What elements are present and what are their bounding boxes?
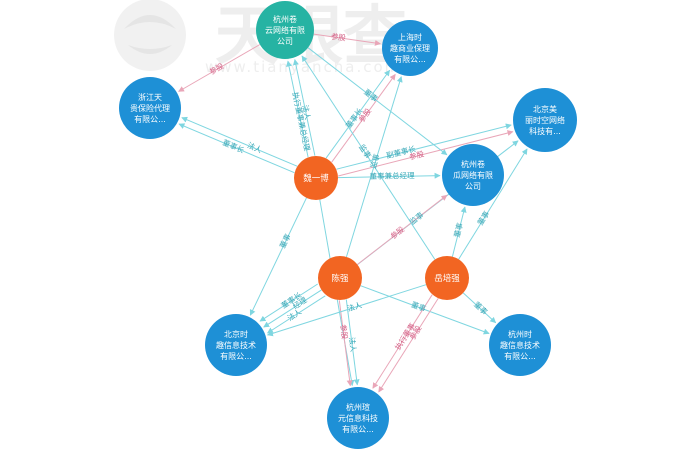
edge-label: 法人 — [347, 336, 359, 353]
company-node-hzxuanyuan[interactable]: 杭州瑄元信息科技有限公... — [327, 387, 389, 449]
person-node-chenqiang[interactable]: 陈强 — [318, 256, 362, 300]
watermark-url: www.tianyancha.com — [205, 58, 401, 76]
node-label: 北京美 — [533, 104, 557, 114]
edge-yixiaobo-beijingmei — [336, 123, 512, 170]
company-node-beijingmei[interactable]: 北京美丽时空网络科技有... — [513, 88, 577, 152]
edge-yixiaobo-zhejiang — [181, 116, 298, 167]
node-circle[interactable] — [256, 1, 314, 59]
edge-chenqiang-bjshiqu — [259, 283, 318, 322]
company-node-bjshiqu[interactable]: 北京时趣信息技术有限公... — [205, 314, 267, 376]
edge-yuepeiqiang-hzxuanyuan — [372, 294, 433, 389]
node-circle[interactable] — [513, 88, 577, 152]
node-circle[interactable] — [442, 144, 504, 206]
edge-label: 董事 — [475, 209, 492, 227]
node-label: 杭州时 — [508, 329, 532, 339]
node-label: 公司 — [277, 37, 293, 46]
node-label: 公司 — [465, 182, 481, 191]
node-label: 元信息科技 — [338, 413, 378, 423]
node-label: 杭州卷 — [273, 14, 297, 24]
edge-label: 法人 — [300, 104, 313, 121]
edge-label: 董事兼总经理 — [369, 170, 415, 181]
edge-label: 参股 — [408, 148, 425, 161]
node-label: 浙江天 — [138, 92, 162, 102]
node-label: 云网络有限 — [265, 25, 305, 35]
edge-hzjuanyun-zhejiang — [178, 44, 261, 92]
person-node-yixiaobo[interactable]: 魏一博 — [294, 156, 338, 200]
node-label: 有限公... — [342, 424, 374, 434]
edge-label: 参股 — [330, 31, 347, 43]
edge-label: 参股 — [338, 324, 350, 341]
node-label: 魏一博 — [303, 173, 329, 184]
watermark-logo-icon — [114, 0, 186, 71]
edge-layer — [178, 33, 528, 393]
node-label: 有限公... — [134, 114, 166, 124]
edge-label: 董事 — [472, 299, 490, 317]
node-label: 杭州瑄 — [346, 402, 370, 412]
edge-yuepeiqiang-hzxuanyuan — [378, 298, 439, 393]
node-circle[interactable] — [425, 256, 469, 300]
company-node-zhejiang[interactable]: 浙江天贵保险代理有限公... — [119, 77, 181, 139]
edge-yixiaobo-beijingmei — [338, 130, 514, 177]
edge-yixiaobo-zhejiang — [178, 123, 295, 174]
node-circle[interactable] — [205, 314, 267, 376]
edge-chenqiang-bjshiqu — [266, 295, 326, 334]
node-label: 上海时 — [398, 32, 422, 42]
edge-chenqiang-hzjuangua — [357, 194, 448, 265]
node-label: 岳培强 — [434, 273, 460, 284]
node-circle[interactable] — [327, 387, 389, 449]
edge-label: 法人 — [346, 299, 364, 313]
edge-label-layer: 执行董事兼总经理法人董事长法人董事长参股副董事长参股董事兼总经理董事董事参股参股… — [207, 31, 491, 353]
node-circle[interactable] — [318, 256, 362, 300]
edge-label: 董事 — [451, 221, 464, 238]
node-label: 杭州卷 — [461, 159, 485, 169]
edge-chenqiang-hzxuanyuan — [345, 299, 360, 386]
node-circle[interactable] — [119, 77, 181, 139]
edge-hzjuanyun-hzjuangua — [307, 47, 448, 156]
edge-yixiaobo-shanghai — [331, 73, 396, 163]
node-label: 科技有... — [529, 126, 561, 136]
edge-label: 执行董事兼总经理 — [291, 91, 313, 152]
node-circle[interactable] — [294, 156, 338, 200]
edge-yixiaobo-bjshiqu — [249, 197, 307, 316]
edge-yixiaobo-hzjuanyun — [292, 59, 316, 156]
company-node-shanghai[interactable]: 上海时趣商业保理有限公... — [382, 20, 438, 76]
edge-chenqiang-bjshiqu — [263, 289, 322, 328]
node-label: 趣信息技术 — [500, 340, 540, 350]
edge-label: 董事 — [277, 231, 293, 249]
edge-chenqiang-hzxuanyuan — [338, 300, 353, 387]
edge-yuepeiqiang-beijingmei — [458, 148, 528, 260]
node-label: 瓜网络有限 — [453, 170, 493, 180]
node-label: 有限公... — [504, 351, 536, 361]
node-label: 贵保险代理 — [130, 103, 170, 113]
node-label: 北京时 — [224, 329, 248, 339]
edge-yuepeiqiang-hzjuangua — [451, 206, 467, 257]
edge-chenqiang-hzshiqu — [360, 285, 490, 335]
node-layer: 魏一博陈强岳培强杭州卷云网络有限公司上海时趣商业保理有限公...浙江天贵保险代理… — [119, 1, 577, 449]
node-circle[interactable] — [489, 314, 551, 376]
edge-yixiaobo-shanghai — [325, 69, 391, 159]
edge-label: 法人 — [246, 140, 264, 155]
node-label: 有限公... — [394, 54, 426, 64]
edge-label: 监事 — [368, 152, 382, 170]
edge-yixiaobo-hzjuanyun — [286, 60, 309, 158]
node-label: 趣信息技术 — [216, 340, 256, 350]
edge-label: 董事 — [410, 299, 428, 314]
edge-hzjuanyun-shanghai — [313, 33, 381, 46]
company-node-hzshiqu[interactable]: 杭州时趣信息技术有限公... — [489, 314, 551, 376]
edge-yuepeiqiang-bjshiqu — [266, 284, 427, 337]
person-node-yuepeiqiang[interactable]: 岳培强 — [425, 256, 469, 300]
edge-yuepeiqiang-hzshiqu — [462, 292, 497, 324]
edge-yuepeiqiang-hzjuanyun — [301, 55, 436, 260]
edge-yixiaobo-hzjuangua — [337, 172, 441, 179]
node-label: 趣商业保理 — [390, 43, 430, 53]
node-circle[interactable] — [382, 20, 438, 76]
node-label: 有限公... — [220, 351, 252, 361]
node-label: 丽时空网络 — [525, 115, 565, 125]
node-label: 陈强 — [331, 273, 349, 284]
